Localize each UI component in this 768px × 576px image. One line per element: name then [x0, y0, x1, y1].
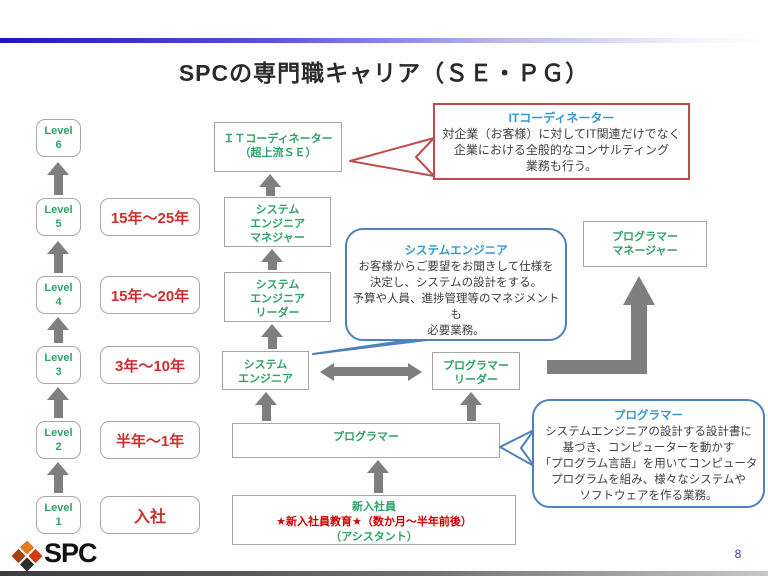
role-line: リーダー [454, 374, 498, 386]
callout-it-coordinator: ITコーディネーター 対企業（お客様）に対してIT関連だけでなく 企業における全… [433, 103, 690, 180]
tenure-15-25-box: 15年～25年 [100, 198, 200, 236]
level-label: Level [44, 502, 73, 514]
up-arrow-icon [261, 249, 283, 270]
callout-title: プログラマー [614, 410, 683, 422]
level-label: Level [44, 282, 73, 294]
level-number: 3 [55, 366, 62, 378]
role-line: システム [255, 279, 300, 291]
up-arrow-icon [47, 241, 69, 273]
level-6-box: Level 6 [36, 119, 81, 157]
level-number: 2 [55, 441, 62, 453]
callout-tail-red [349, 137, 435, 177]
up-arrow-icon [47, 317, 69, 343]
elbow-arrow-icon [547, 276, 655, 374]
level-5-box: Level 5 [36, 198, 81, 236]
role-line: ＩＴコーディネーター [223, 133, 333, 145]
page-title: SPCの専門職キャリア（ＳＥ・ＰＧ） [178, 60, 590, 86]
level-3-box: Level 3 [36, 346, 81, 384]
up-arrow-icon [255, 392, 277, 421]
role-line: マネジャー [250, 232, 305, 244]
role-line: プログラマー [612, 231, 678, 243]
page-number: 8 [734, 547, 742, 561]
level-2-box: Level 2 [36, 421, 81, 459]
spc-logo-text: SPC [44, 538, 98, 568]
bottom-accent-bar [0, 571, 768, 576]
callout-line: 決定し、システムの設計をする。 [369, 277, 543, 289]
role-line: プログラマー [333, 431, 399, 443]
role-line: エンジニア [250, 293, 305, 305]
role-se-leader-box: システム エンジニア リーダー [224, 272, 331, 322]
up-arrow-icon [460, 392, 482, 421]
role-se-manager-box: システム エンジニア マネジャー [224, 197, 331, 247]
tenure-15-20-box: 15年～20年 [100, 276, 200, 314]
callout-line: ソフトウェアを作る業務。 [579, 490, 718, 502]
role-line: システム [255, 204, 300, 216]
callout-line: 「プログラム言語」を用いてコンピュータ [539, 458, 758, 470]
callout-pg: プログラマー システムエンジニアの設計する設計書に 基づき、コンピューターを動か… [532, 399, 765, 508]
callout-line: システムエンジニアの設計する設計書に [545, 426, 752, 438]
up-arrow-icon [47, 462, 69, 493]
role-line: （アシスタント） [330, 531, 418, 543]
up-arrow-icon [47, 162, 69, 195]
level-4-box: Level 4 [36, 276, 81, 314]
level-number: 1 [55, 516, 62, 528]
callout-se: システムエンジニア お客様からご要望をお聞きして仕様を 決定し、システムの設計を… [345, 228, 567, 341]
role-se-box: システム エンジニア [222, 351, 309, 390]
top-accent-bar [0, 38, 768, 43]
spc-logo-diamond-icon [11, 539, 43, 572]
role-line: システム [243, 359, 288, 371]
level-label: Level [44, 204, 73, 216]
role-line: リーダー [255, 307, 300, 319]
up-arrow-icon [367, 460, 389, 493]
level-label: Level [44, 125, 73, 137]
role-pg-leader-box: プログラマー リーダー [432, 352, 520, 390]
role-line: マネージャー [612, 245, 678, 257]
role-line-training: ★新入社員教育★（数か月～半年前後） [276, 516, 472, 528]
level-number: 4 [55, 296, 62, 308]
level-number: 5 [55, 218, 62, 230]
role-line: （超上流ＳＥ） [239, 147, 317, 159]
double-arrow-icon [320, 362, 422, 381]
callout-title: システムエンジニア [404, 245, 508, 257]
up-arrow-icon [47, 387, 69, 418]
callout-title: ITコーディネーター [508, 111, 615, 125]
role-line: 新入社員 [352, 501, 396, 513]
spc-logo: SPC [11, 538, 98, 572]
level-number: 6 [55, 139, 62, 151]
role-line: エンジニア [238, 373, 293, 385]
callout-line: お客様からご要望をお聞きして仕様を [358, 261, 554, 273]
role-programmer-box: プログラマー [232, 423, 500, 458]
tenure-3-10-box: 3年～10年 [100, 346, 200, 384]
callout-line: 予算や人員、進捗管理等のマネジメントも [352, 293, 560, 321]
up-arrow-icon [261, 324, 283, 349]
callout-line: 業務も行う。 [525, 159, 598, 173]
role-line: エンジニア [250, 218, 305, 230]
callout-line: プログラムを組み、様々なシステムや [551, 474, 746, 486]
callout-line: 企業における全般的なコンサルティング [453, 143, 670, 157]
level-label: Level [44, 427, 73, 439]
callout-line: 基づき、コンピューターを動かす [562, 442, 735, 454]
role-it-coordinator-box: ＩＴコーディネーター （超上流ＳＥ） [214, 122, 342, 172]
up-arrow-icon [259, 174, 281, 196]
level-label: Level [44, 352, 73, 364]
callout-line: 必要業務。 [427, 325, 485, 337]
tenure-join-box: 入社 [100, 496, 200, 534]
role-line: プログラマー [443, 360, 509, 372]
role-new-employee-box: 新入社員 ★新入社員教育★（数か月～半年前後） （アシスタント） [232, 495, 516, 545]
callout-line: 対企業（お客様）に対してIT関連だけでなく [442, 127, 681, 141]
tenure-half-1-box: 半年～1年 [100, 421, 200, 459]
level-1-box: Level 1 [36, 496, 81, 534]
role-pg-manager-box: プログラマー マネージャー [583, 221, 707, 267]
